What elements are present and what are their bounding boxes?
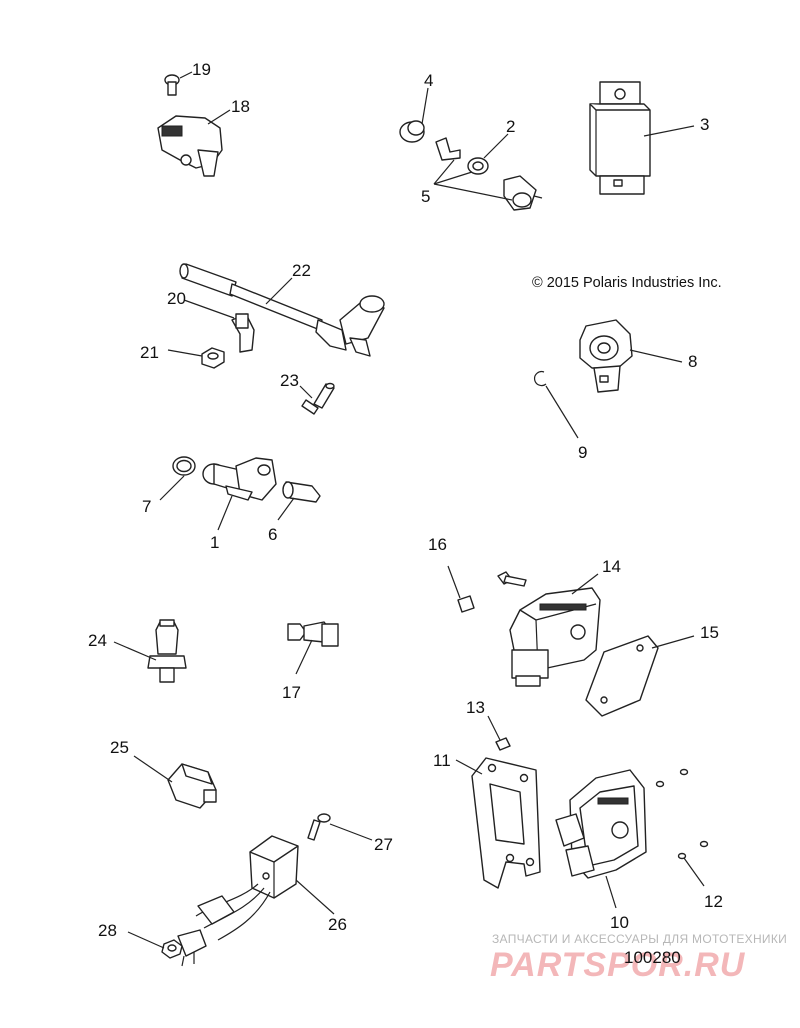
part-21-nut[interactable] (201, 347, 225, 369)
callout-7: 7 (142, 497, 151, 516)
part-4-cap[interactable] (399, 120, 425, 143)
part-15-gasket[interactable] (585, 635, 659, 717)
callout-4: 4 (424, 71, 433, 90)
part-7-o-ring[interactable] (172, 456, 196, 476)
callout-25: 25 (110, 738, 129, 757)
callout-6: 6 (268, 525, 277, 544)
callout-8: 8 (688, 352, 697, 371)
copyright-notice: © 2015 Polaris Industries Inc. (532, 275, 722, 291)
part-6-sleeve[interactable] (282, 481, 321, 503)
part-8-knock-sensor[interactable] (579, 319, 633, 393)
part-5-clip[interactable] (435, 137, 461, 161)
part-16-bolt[interactable] (447, 565, 475, 613)
part-22-probe-sensor[interactable] (179, 263, 385, 357)
callout-16: 16 (428, 535, 447, 554)
part-18-map-sensor[interactable] (157, 115, 223, 177)
part-2-washer[interactable] (467, 157, 489, 175)
callout-13: 13 (466, 698, 485, 717)
callout-12: 12 (704, 892, 723, 911)
callout-18: 18 (231, 97, 250, 116)
callout-24: 24 (88, 631, 107, 650)
callout-19: 19 (192, 60, 211, 79)
part-3-relay[interactable] (589, 81, 651, 195)
part-13-bolt[interactable] (495, 737, 511, 751)
part-14-bolt[interactable] (497, 571, 527, 587)
callout-27: 27 (374, 835, 393, 854)
part-24-pressure-sensor[interactable] (147, 619, 187, 683)
part-11-bracket[interactable] (471, 757, 541, 889)
callout-9: 9 (578, 443, 587, 462)
callout-5: 5 (421, 187, 430, 206)
callout-17: 17 (282, 683, 301, 702)
callout-22: 22 (292, 261, 311, 280)
part-26-module[interactable] (177, 835, 299, 967)
callout-14: 14 (602, 557, 621, 576)
part-25-switch[interactable] (167, 763, 217, 809)
figure-number: 100280 (624, 948, 681, 967)
callout-1: 1 (210, 533, 219, 552)
callout-26: 26 (328, 915, 347, 934)
part-12-screws[interactable] (655, 768, 709, 860)
callout-10: 10 (610, 913, 629, 932)
callout-23: 23 (280, 371, 299, 390)
callout-21: 21 (140, 343, 159, 362)
callout-28: 28 (98, 921, 117, 940)
part-1-cam-sensor[interactable] (202, 457, 277, 501)
callout-2: 2 (506, 117, 515, 136)
part-19-bolt[interactable] (164, 74, 180, 96)
callout-15: 15 (700, 623, 719, 642)
part-14-housing[interactable] (509, 587, 601, 687)
watermark-brand: PARTSPOR.RU (490, 946, 746, 984)
part-20-bracket[interactable] (231, 313, 255, 353)
part-17-temp-sensor[interactable] (287, 621, 339, 647)
part-23-bolt[interactable] (301, 382, 335, 415)
callout-3: 3 (700, 115, 709, 134)
part-5-switch[interactable] (503, 175, 543, 211)
part-10-ecu[interactable] (555, 769, 647, 879)
callout-20: 20 (167, 289, 186, 308)
watermark-tagline: ЗАПЧАСТИ И АКСЕССУАРЫ ДЛЯ МОТОТЕХНИКИ (492, 932, 788, 946)
part-9-clip-ring[interactable] (534, 370, 547, 387)
part-27-bolt[interactable] (307, 813, 331, 841)
callout-11: 11 (433, 751, 451, 770)
part-28-nut[interactable] (161, 939, 183, 959)
